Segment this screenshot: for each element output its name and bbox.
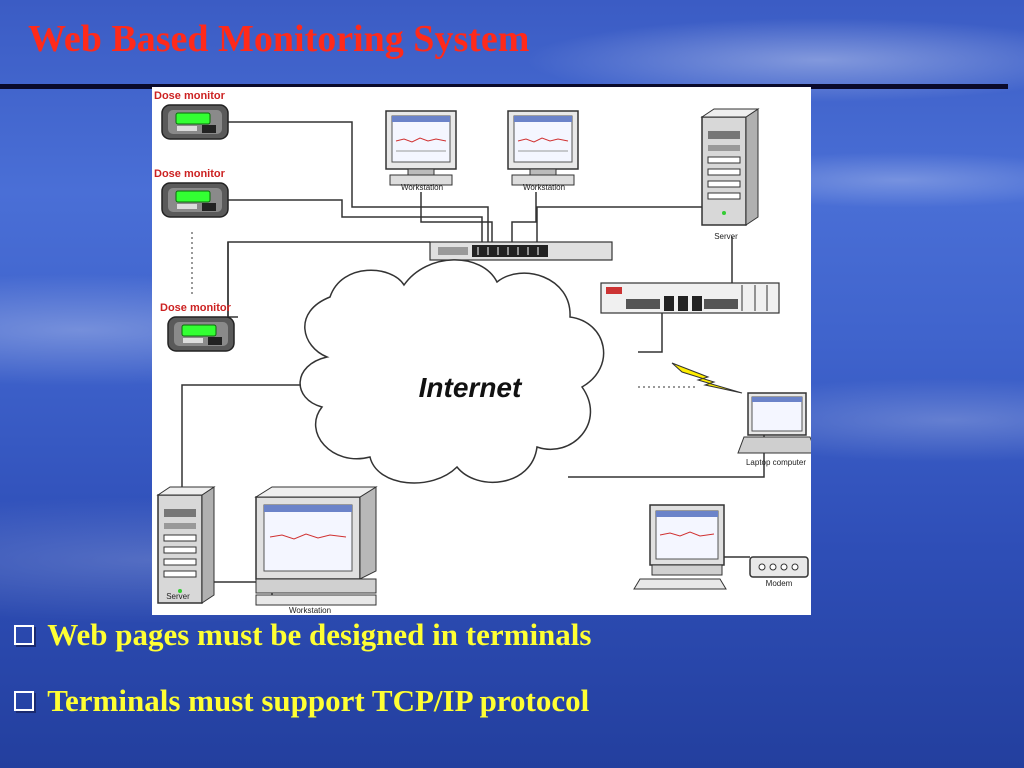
checkbox-bullet-icon	[14, 624, 34, 645]
dose-monitor-3-icon	[167, 316, 235, 352]
workstation-4-icon	[633, 504, 727, 590]
laptop-icon	[737, 392, 811, 454]
dose-monitor-1-label: Dose monitor	[154, 90, 226, 102]
workstation-1-icon	[385, 110, 457, 186]
network-diagram: Dose monitor Dose monitor Dose monitor W…	[152, 87, 811, 615]
server-1-label: Server	[714, 232, 738, 241]
bullet-1-text: Web pages must be designed in terminals	[47, 617, 592, 652]
checkbox-bullet-icon	[14, 690, 34, 711]
dose-monitor-3-label: Dose monitor	[160, 302, 232, 314]
dose-monitor-2-label: Dose monitor	[154, 168, 226, 180]
workstation-3-icon	[254, 486, 378, 606]
workstation-3-label: Workstation	[289, 606, 331, 615]
router-icon	[600, 282, 780, 314]
title-divider	[0, 84, 1008, 89]
server-2-label: Server	[166, 592, 190, 601]
bullet-item-2: Terminals must support TCP/IP protocol	[14, 683, 589, 719]
workstation-2-label: Workstation	[523, 183, 565, 192]
internet-cloud-icon	[299, 259, 605, 484]
dose-monitor-1-icon	[161, 104, 229, 140]
slide-title: Web Based Monitoring System	[28, 18, 530, 60]
workstation-1-label: Workstation	[401, 183, 443, 192]
wireless-bolt-icon	[671, 362, 743, 394]
bullet-2-text: Terminals must support TCP/IP protocol	[47, 683, 590, 718]
internet-label: Internet	[419, 372, 523, 403]
server-2-icon	[157, 486, 215, 604]
workstation-2-icon	[507, 110, 579, 186]
laptop-label: Laptop computer	[746, 458, 806, 467]
server-1-icon	[701, 108, 759, 226]
modem-label: Modem	[766, 579, 793, 588]
network-switch-icon	[429, 241, 613, 261]
dose-monitor-2-icon	[161, 182, 229, 218]
bullet-item-1: Web pages must be designed in terminals	[14, 617, 591, 653]
modem-icon	[749, 556, 809, 578]
